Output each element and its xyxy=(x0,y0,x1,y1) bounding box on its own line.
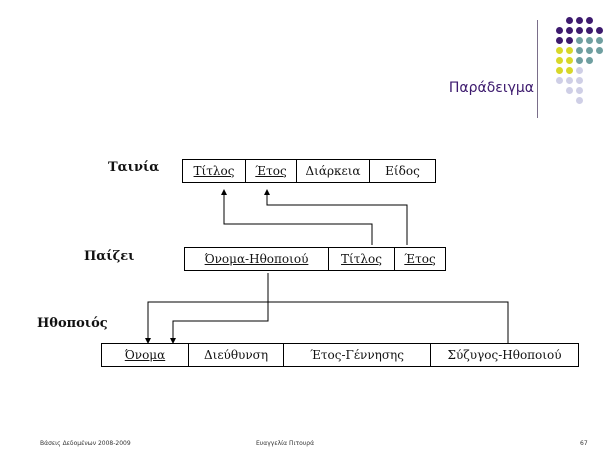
decorative-dot xyxy=(566,17,573,24)
attr-onoma-ithopoiou: Όνομα-Ηθοποιού xyxy=(204,252,309,266)
decorative-dot xyxy=(566,47,573,54)
arrow-syzygos-fk xyxy=(145,301,509,344)
decorative-dot xyxy=(556,27,563,34)
arrow-titlos-fk xyxy=(221,189,373,245)
decorative-dot xyxy=(586,17,593,24)
footer-page-number: 67 xyxy=(580,440,588,447)
attr-syzygos-ithopoiou: Σύζυγος-Ηθοποιού xyxy=(430,344,578,366)
attr-eidos: Είδος xyxy=(369,160,435,182)
relation-label-ithopoios: Ηθοποιός xyxy=(37,316,108,331)
arrow-etos-fk xyxy=(264,189,408,245)
decorative-dot xyxy=(556,57,563,64)
footer-course: Βάσεις Δεδομένων 2008-2009 xyxy=(40,440,131,447)
decorative-dot xyxy=(576,77,583,84)
attr-titlos: Τίτλος xyxy=(193,164,235,178)
decorative-dot xyxy=(576,87,583,94)
decorative-dot xyxy=(586,47,593,54)
decorative-dot xyxy=(566,57,573,64)
title-divider xyxy=(537,20,538,118)
attr-paizei-etos: Έτος xyxy=(394,248,445,270)
decorative-dot xyxy=(566,87,573,94)
decorative-dot xyxy=(576,17,583,24)
decorative-dot xyxy=(586,57,593,64)
decorative-dot xyxy=(566,27,573,34)
decorative-dot xyxy=(596,47,603,54)
decorative-dot xyxy=(566,37,573,44)
decorative-dot-grid xyxy=(556,17,606,107)
decorative-dot xyxy=(576,97,583,104)
decorative-dot xyxy=(556,47,563,54)
decorative-dot xyxy=(566,77,573,84)
decorative-dot xyxy=(556,77,563,84)
decorative-dot xyxy=(556,67,563,74)
attr-onoma: Όνομα xyxy=(124,348,166,362)
decorative-dot xyxy=(556,37,563,44)
relation-ithopoios: Όνομα Διεύθυνση Έτος-Γέννησης Σύζυγος-Ηθ… xyxy=(101,343,579,367)
relation-paizei: Όνομα-Ηθοποιού Τίτλος Έτος xyxy=(184,247,446,271)
decorative-dot xyxy=(576,67,583,74)
relation-label-tainia: Ταινία xyxy=(108,160,160,175)
decorative-dot xyxy=(586,37,593,44)
footer-author: Ευαγγελία Πιτουρά xyxy=(256,440,315,447)
attr-etos-gennisis: Έτος-Γέννησης xyxy=(283,344,430,366)
attr-diarkeia: Διάρκεια xyxy=(296,160,369,182)
relation-label-paizei: Παίζει xyxy=(84,249,135,264)
decorative-dot xyxy=(576,47,583,54)
relation-tainia: Τίτλος Έτος Διάρκεια Είδος xyxy=(182,159,436,183)
attr-etos: Έτος xyxy=(245,160,296,182)
arrow-onoma-ithopoiou-fk xyxy=(170,273,269,344)
decorative-dot xyxy=(596,27,603,34)
decorative-dot xyxy=(596,37,603,44)
decorative-dot xyxy=(576,57,583,64)
attr-paizei-titlos: Τίτλος xyxy=(328,248,394,270)
decorative-dot xyxy=(576,27,583,34)
attr-dieuthynsi: Διεύθυνση xyxy=(188,344,283,366)
decorative-dot xyxy=(566,67,573,74)
decorative-dot xyxy=(586,27,593,34)
slide-title: Παράδειγμα xyxy=(448,80,534,96)
decorative-dot xyxy=(576,37,583,44)
